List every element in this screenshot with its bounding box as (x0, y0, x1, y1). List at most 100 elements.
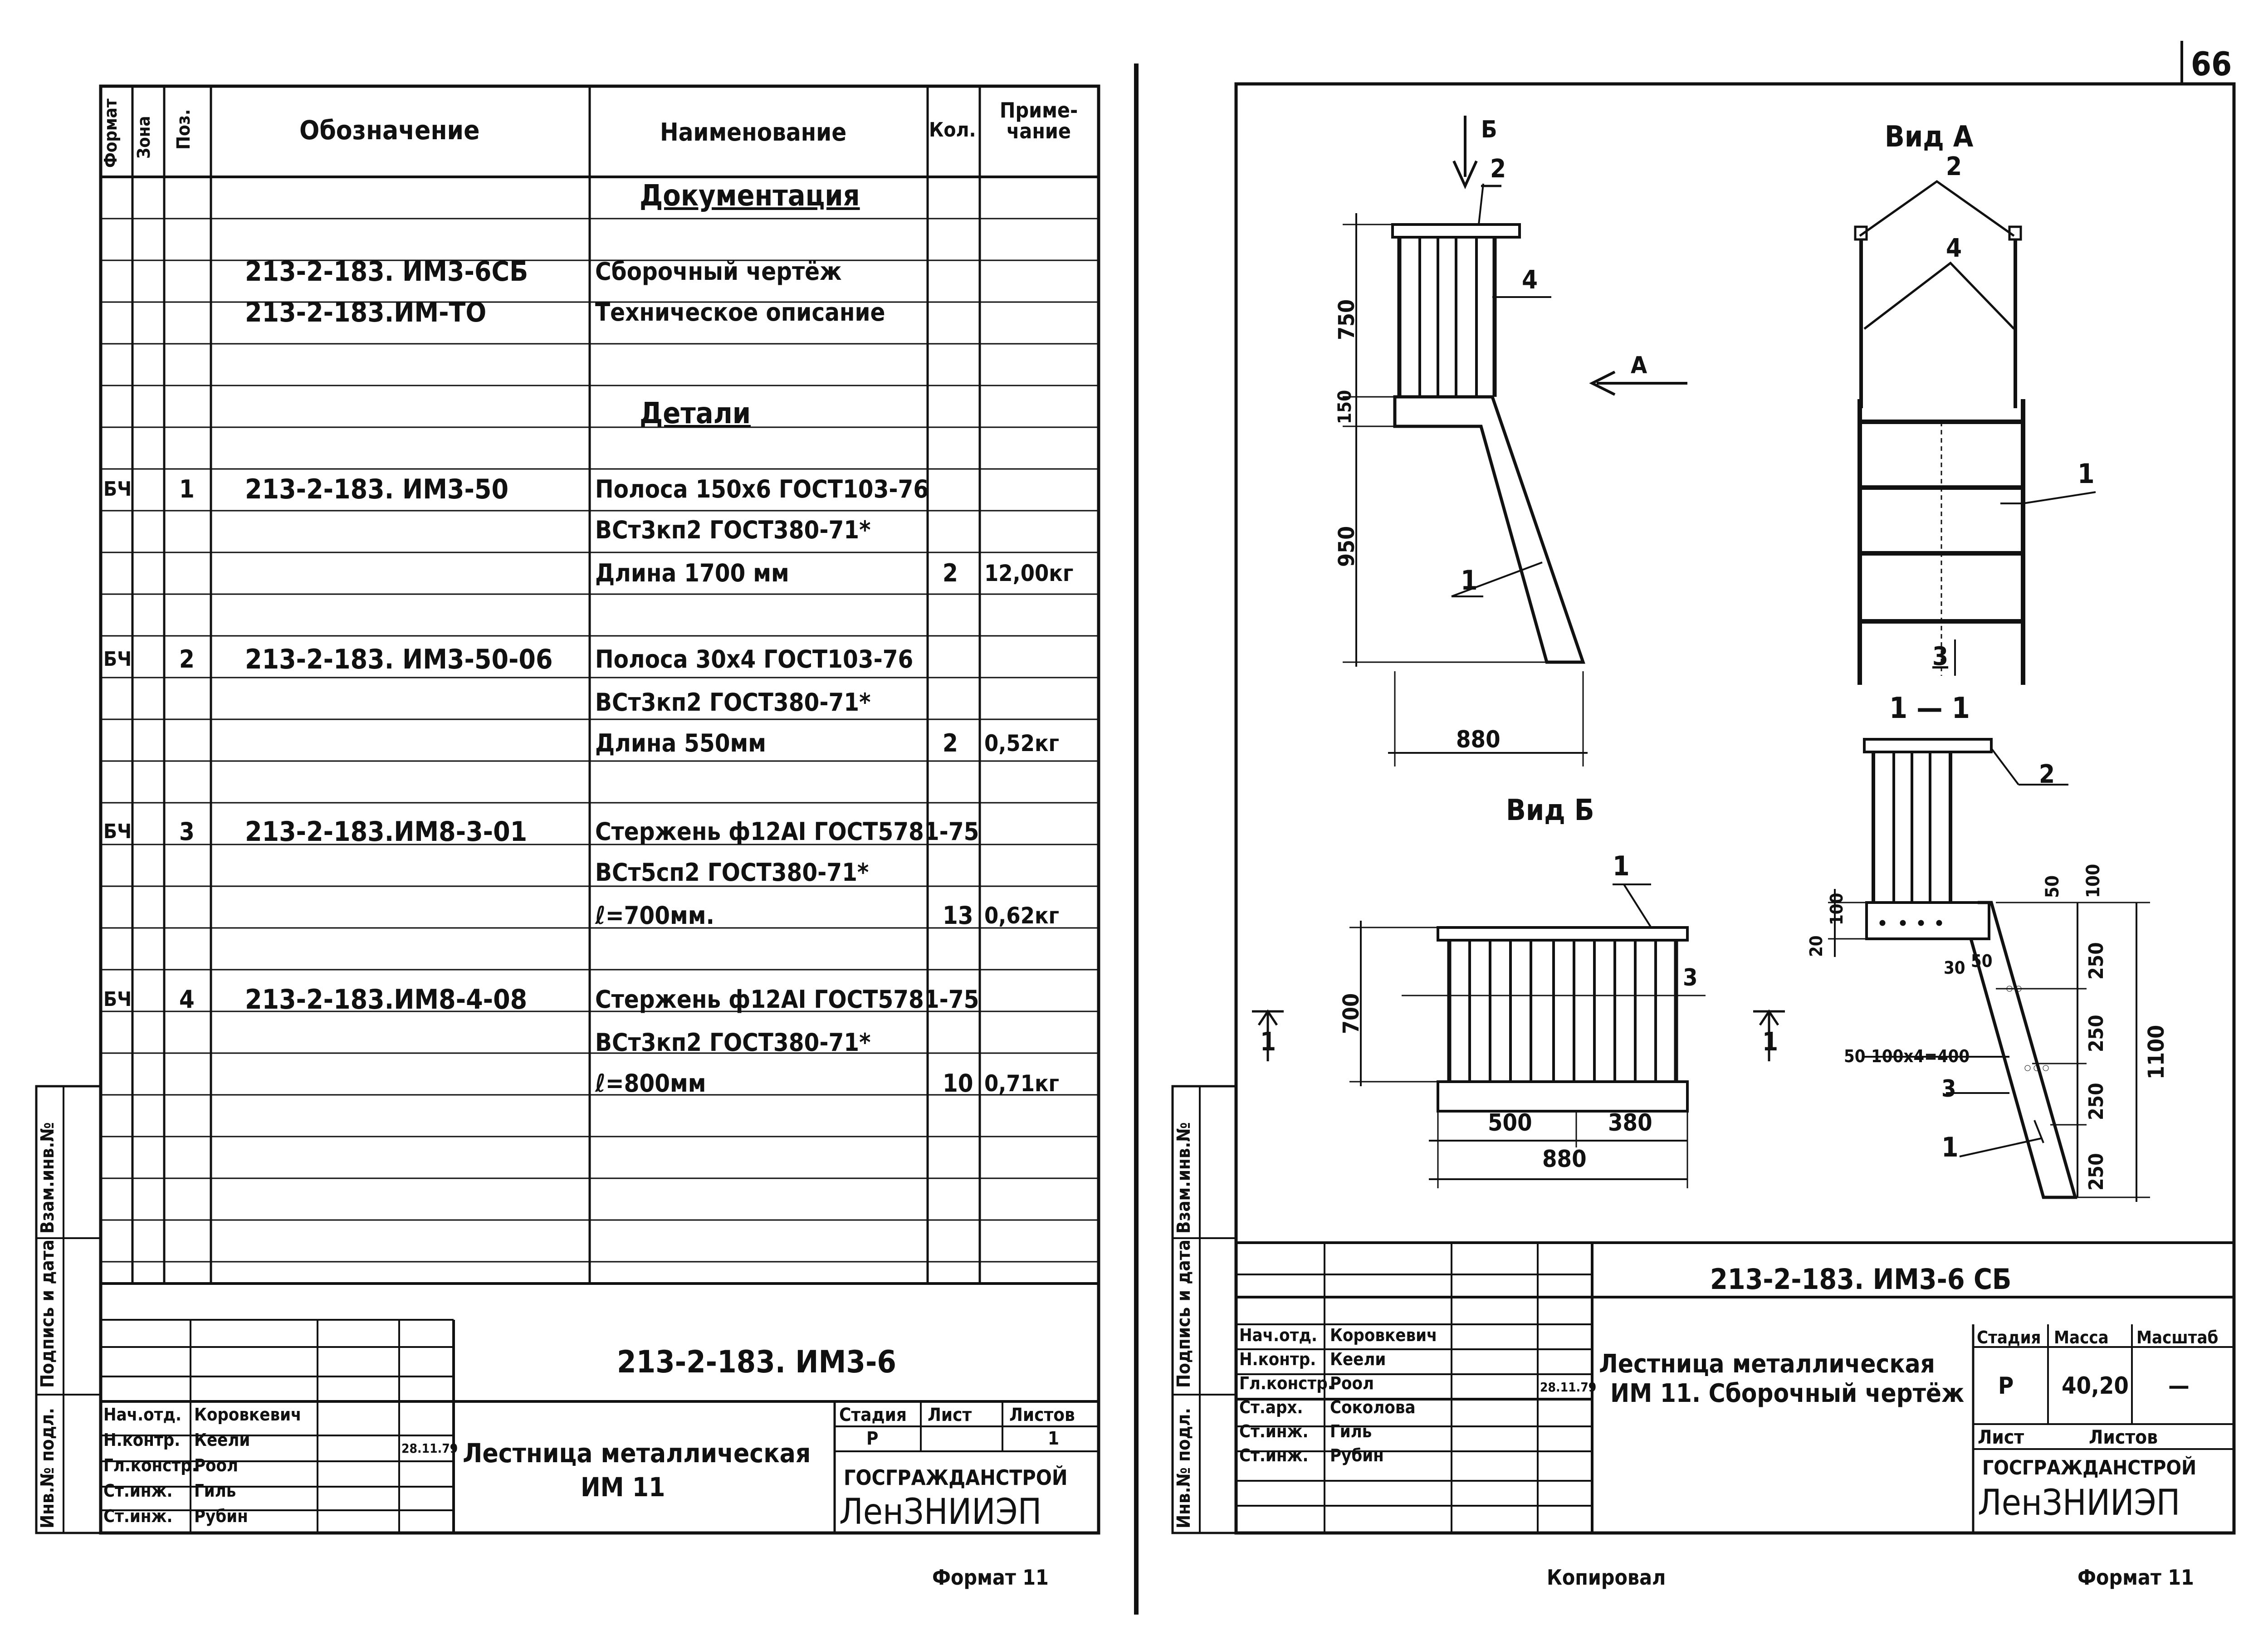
tb-person-role: Ст.инж. (1239, 1421, 1309, 1441)
spec-cell-name: ℓ=700мм. (595, 901, 714, 930)
spec-cell-qty: 13 (943, 901, 973, 930)
tb-person-role: Ст.арх. (1239, 1397, 1303, 1417)
spec-cell-note: 0,52кг (984, 730, 1060, 756)
tb-person-role: Ст.инж. (103, 1481, 173, 1501)
spec-header-qty: Кол. (929, 118, 976, 142)
drawing-title-block-lines (1236, 1241, 2234, 1533)
dwg-tb-mass-label: Масса (2054, 1328, 2109, 1347)
dwg-tb-code: 213-2-183. ИМ3-6 СБ (1710, 1263, 2012, 1296)
spec-tb-date: 28.11.79 (401, 1441, 458, 1456)
pos-3-view-b: 3 (1683, 964, 1698, 991)
spec-header-pos: Поз. (173, 109, 194, 150)
dwg-tb-scale: — (2168, 1372, 2190, 1400)
spec-cell-designation: 213-2-183.ИМ-ТО (245, 297, 487, 328)
section-1-1 (1828, 738, 2150, 1202)
spec-tb-title2: ИМ 11 (581, 1472, 665, 1503)
tb-person-name: Гиль (1330, 1421, 1372, 1441)
spec-tb-title1: Лестница металлическая (463, 1438, 811, 1469)
spec-cell-designation: 213-2-183. ИМ3-6СБ (245, 256, 528, 288)
pos-3-view-a: 3 (1932, 642, 1949, 671)
tb-person-role: Нач.отд. (1239, 1325, 1318, 1345)
pos-4-side: 4 (1522, 265, 1538, 295)
dwg-tb-title1: Лестница металлическая (1599, 1349, 1935, 1379)
tb-person-role: Н.контр. (103, 1430, 181, 1450)
tb-person-role: Н.контр. (1239, 1349, 1316, 1369)
pos-2-section: 2 (2039, 760, 2055, 789)
spec-tb-org1: ГОСГРАЖДАНСТРОЙ (844, 1465, 1068, 1490)
dim-250-1: 250 (2085, 942, 2108, 980)
dwg-tb-mass: 40,20 (2062, 1372, 2129, 1400)
dwg-tb-stage-label: Стадия (1977, 1328, 2041, 1347)
view-a (1854, 180, 2096, 685)
dim-100-right: 100 (2083, 864, 2104, 898)
dim-380: 380 (1608, 1109, 1652, 1137)
spec-side-stamp (35, 1085, 102, 1534)
spec-cell-format: БЧ (103, 648, 132, 671)
spec-cell-pos: 2 (179, 645, 195, 674)
section-mark-left: 1 (1260, 1027, 1276, 1057)
drawing-frame (1234, 41, 2236, 1535)
spec-cell-name: ℓ=800мм (595, 1069, 706, 1098)
copied-label: Копировал (1547, 1565, 1666, 1590)
tb-person-name: Роол (1330, 1373, 1374, 1393)
dwg-stamp-signature: Подпись и дата (1173, 1240, 1194, 1388)
spec-cell-format: БЧ (103, 820, 132, 843)
spec-stamp-inv-orig: Взам.инв.№ (37, 1122, 58, 1234)
dim-30: 30 (1944, 958, 1965, 978)
dim-50-top: 50 (2042, 875, 2063, 898)
spec-section-parts: Детали (640, 397, 751, 430)
spec-header-zone: Зона (134, 116, 154, 159)
dwg-tb-org1: ГОСГРАЖДАНСТРОЙ (1982, 1456, 2197, 1479)
spec-cell-note: 0,71кг (984, 1070, 1060, 1097)
spec-cell-format: БЧ (103, 988, 132, 1011)
tb-person-name: Рубин (194, 1506, 248, 1526)
spec-cell-name: ВСт5сп2 ГОСТ380-71* (595, 858, 869, 887)
spec-header-note: Приме-чание (999, 98, 1078, 143)
dwg-tb-date: 28.11.79 (1540, 1380, 1597, 1395)
dwg-stamp-inv: Инв.№ подл. (1173, 1408, 1194, 1528)
side-view (1343, 116, 1687, 766)
dim-50-mid: 50 (1971, 951, 1993, 971)
dim-250-4: 250 (2085, 1153, 2108, 1191)
tb-person-role: Гл.констр. (1239, 1373, 1334, 1393)
spec-tb-sheet-label: Лист (928, 1405, 972, 1425)
spec-header-designation: Обозначение (299, 115, 480, 146)
spec-tb-org2: ЛенЗНИИЭП (839, 1492, 1042, 1533)
tb-person-role: Ст.инж. (103, 1506, 173, 1526)
pos-3-section: 3 (1941, 1075, 1956, 1103)
dwg-tb-org2: ЛенЗНИИЭП (1978, 1483, 2180, 1523)
pos-4-view-a: 4 (1946, 234, 1962, 263)
spec-cell-note: 12,00кг (984, 560, 1074, 586)
dim-880: 880 (1456, 726, 1501, 753)
spec-cell-name: Сборочный чертёж (595, 257, 842, 286)
pos-2-side: 2 (1490, 154, 1506, 184)
tb-person-name: Коровкевич (194, 1405, 302, 1425)
spec-cell-qty: 2 (943, 729, 958, 757)
tb-person-role: Ст.инж. (1239, 1445, 1309, 1465)
dim-20: 20 (1806, 935, 1826, 957)
spec-format-label: Формат 11 (932, 1565, 1049, 1590)
spec-cell-note: 0,62кг (984, 903, 1060, 929)
pos-1-section: 1 (1941, 1132, 1959, 1163)
spec-stamp-signature: Подпись и дата (37, 1240, 58, 1388)
tb-person-name: Роол (194, 1455, 239, 1475)
dim-700: 700 (1339, 993, 1364, 1034)
dwg-tb-stage: Р (1998, 1372, 2014, 1400)
dim-150: 150 (1334, 390, 1355, 424)
section-mark-right: 1 (1762, 1027, 1779, 1057)
view-b-label: Вид Б (1506, 794, 1594, 827)
view-a-label: Вид А (1885, 120, 1974, 154)
dim-500: 500 (1488, 1109, 1532, 1137)
drawing-format-label: Формат 11 (2077, 1565, 2194, 1590)
section-label: 1 — 1 (1889, 692, 1970, 725)
tb-person-role: Гл.констр. (103, 1455, 198, 1475)
spec-tb-stage: Р (866, 1428, 879, 1449)
dwg-tb-scale-label: Масштаб (2136, 1328, 2219, 1347)
spec-cell-name: ВСт3кп2 ГОСТ380-71* (595, 688, 871, 717)
spec-section-docs: Документация (640, 179, 860, 213)
spec-cell-name: ВСт3кп2 ГОСТ380-71* (595, 1028, 871, 1057)
spec-cell-name: Полоса 30x4 ГОСТ103-76 (595, 645, 914, 674)
tb-person-role: Нач.отд. (103, 1405, 182, 1425)
dim-880-b: 880 (1542, 1146, 1587, 1173)
